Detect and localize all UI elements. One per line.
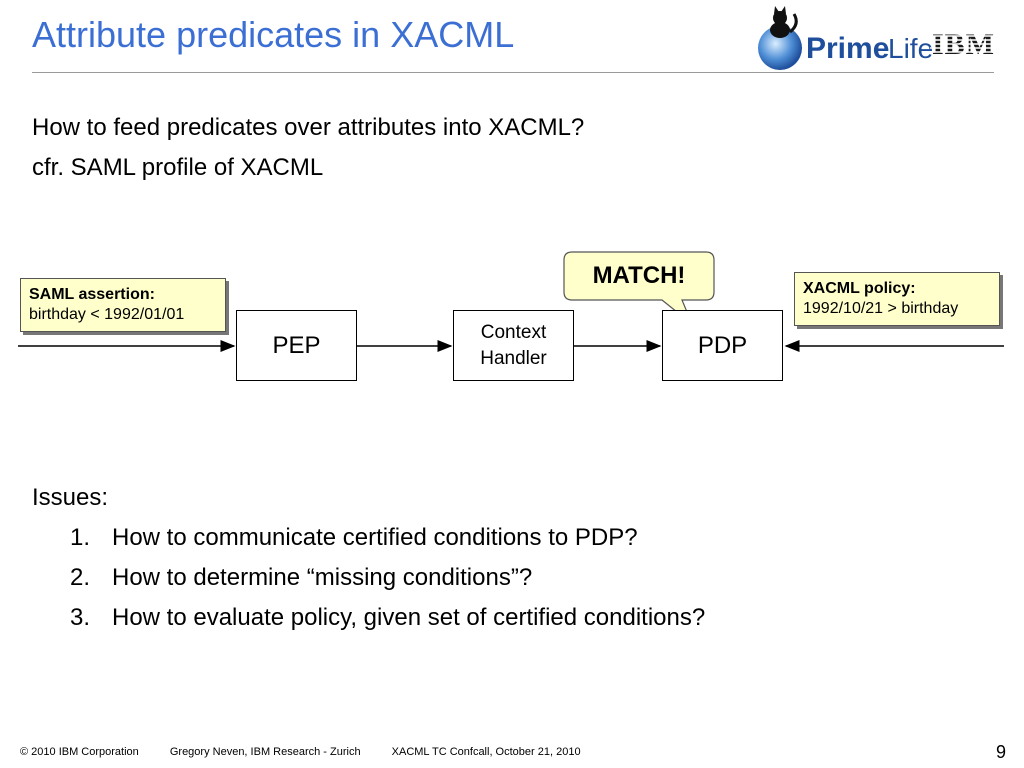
list-item-text: How to communicate certified conditions …: [112, 524, 638, 551]
footer: © 2010 IBM Corporation Gregory Neven, IB…: [20, 746, 609, 758]
globe-icon: [758, 26, 802, 70]
list-item-number: 1.: [70, 524, 91, 551]
saml-note-body: birthday < 1992/01/01: [29, 306, 185, 323]
issues-list: 1. How to communicate certified condition…: [32, 518, 705, 638]
cat-icon: [770, 6, 798, 38]
intro-line-2: cfr. SAML profile of XACML: [32, 154, 324, 181]
context-handler-label-1: Context: [480, 321, 547, 343]
saml-note-heading: SAML assertion:: [29, 286, 155, 303]
list-item-text: How to determine “missing conditions”?: [112, 564, 533, 591]
page-number: 9: [995, 742, 1006, 762]
intro-text: How to feed predicates over attributes i…: [32, 108, 584, 188]
pdp-box: PDP: [662, 310, 783, 381]
list-item: 2. How to determine “missing conditions”?: [32, 558, 705, 598]
pep-label: PEP: [272, 331, 321, 359]
slide-title: Attribute predicates in XACML: [32, 14, 515, 55]
title-divider: [32, 72, 994, 73]
saml-assertion-note: SAML assertion: birthday < 1992/01/01: [20, 278, 226, 332]
list-item-number: 3.: [70, 604, 91, 631]
issues-section: Issues: 1. How to communicate certified c…: [32, 478, 705, 638]
xacml-note-body: 1992/10/21 > birthday: [803, 300, 959, 317]
logos: Prime Life IBM: [750, 4, 1010, 72]
footer-author: Gregory Neven, IBM Research - Zurich: [169, 746, 361, 758]
pdp-label: PDP: [697, 331, 748, 359]
match-callout-label: MATCH!: [592, 262, 686, 289]
context-handler-label-2: Handler: [480, 347, 547, 369]
list-item-text: How to evaluate policy, given set of cer…: [112, 604, 706, 631]
primelife-logo: Prime Life IBM: [758, 6, 1000, 70]
context-handler-box: Context Handler: [453, 310, 574, 381]
issues-heading: Issues:: [32, 484, 109, 511]
list-item: 1. How to communicate certified condition…: [32, 518, 705, 558]
footer-event: XACML TC Confcall, October 21, 2010: [391, 746, 581, 758]
xacml-note-heading: XACML policy:: [803, 280, 916, 297]
primelife-text-life: Life: [888, 33, 933, 64]
footer-copyright: © 2010 IBM Corporation: [20, 746, 139, 758]
xacml-policy-note: XACML policy: 1992/10/21 > birthday: [794, 272, 1000, 326]
ibm-logo: IBM: [930, 28, 1000, 61]
list-item-number: 2.: [70, 564, 91, 591]
flow-diagram: [18, 251, 1004, 352]
primelife-text-prime: Prime: [806, 32, 889, 65]
intro-line-1: How to feed predicates over attributes i…: [32, 114, 585, 141]
pep-box: PEP: [236, 310, 357, 381]
list-item: 3. How to evaluate policy, given set of c…: [32, 598, 705, 638]
